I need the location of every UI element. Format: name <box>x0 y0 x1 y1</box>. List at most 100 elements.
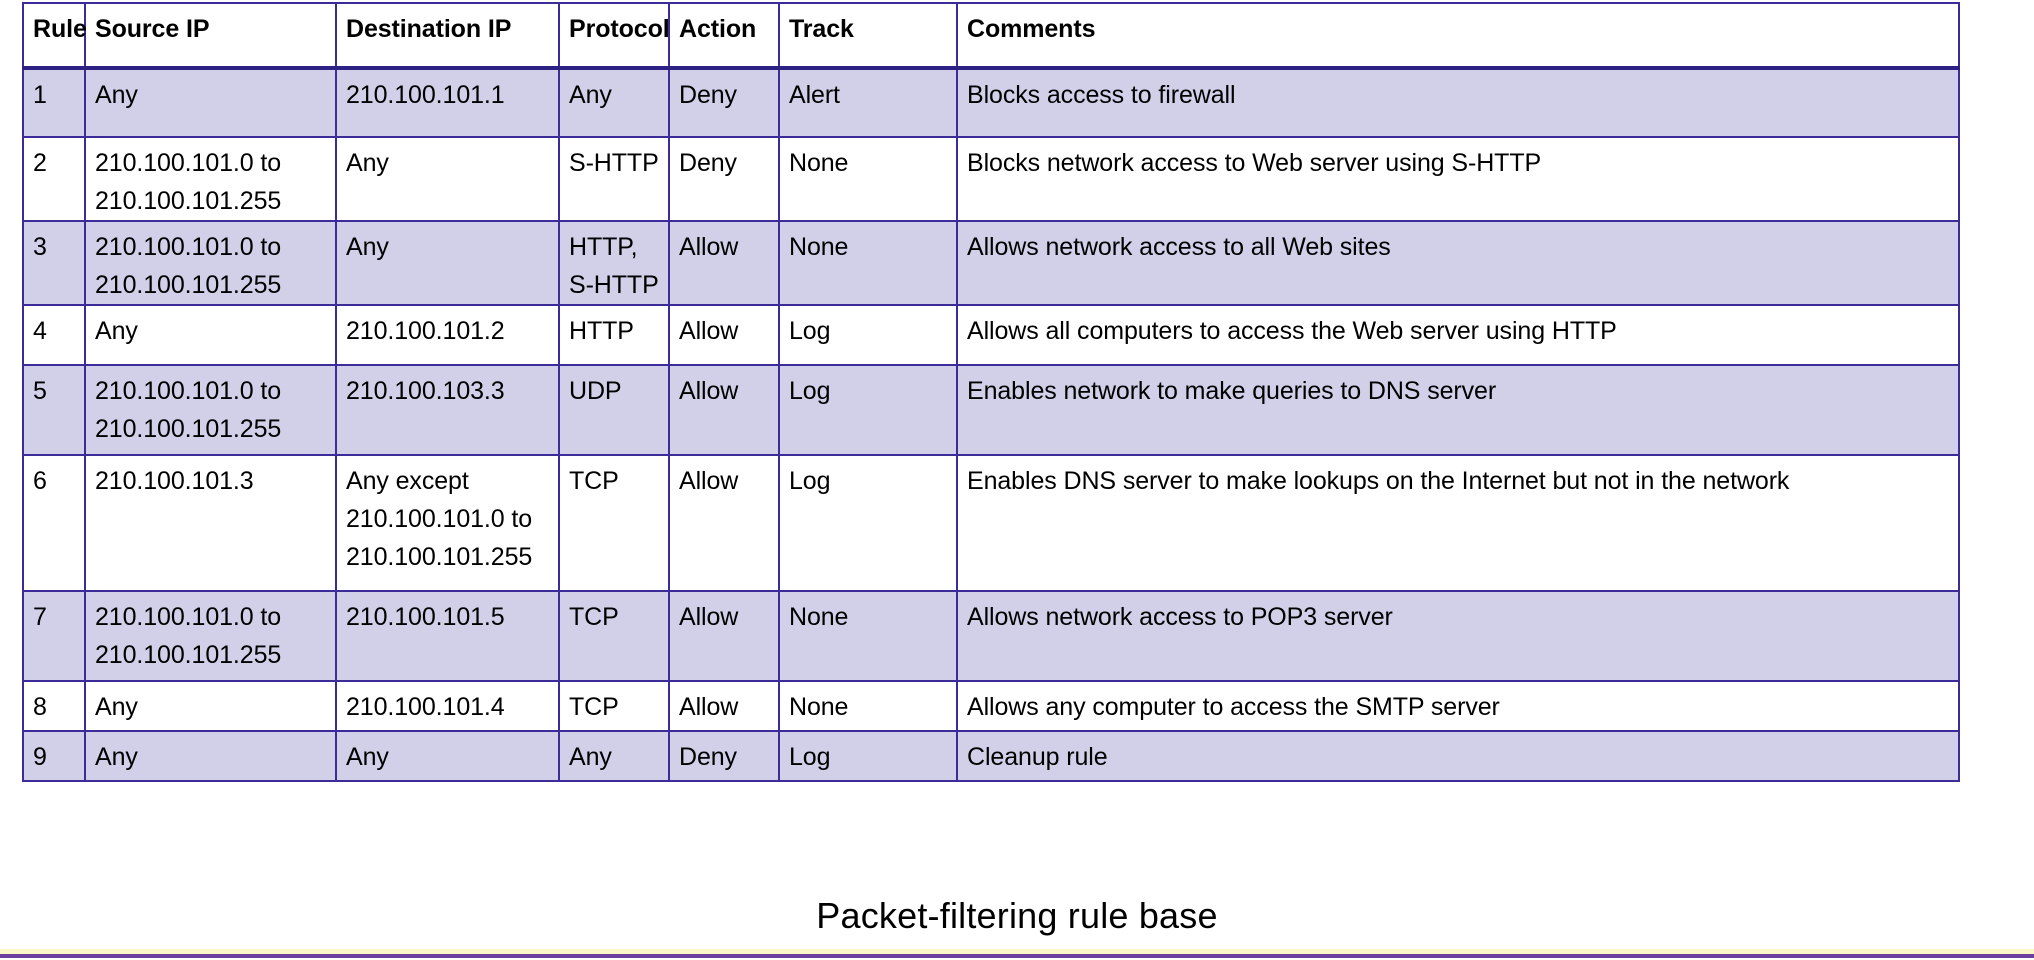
cell-destination-ip: Any <box>335 220 560 306</box>
table-row: 8 Any 210.100.101.4 TCP Allow None Allow… <box>22 680 1960 732</box>
cell-comments: Allows network access to POP3 server <box>956 590 1960 682</box>
cell-action: Allow <box>668 364 780 456</box>
cell-line: S-HTTP <box>569 271 659 299</box>
cell-line: 210.100.101.255 <box>346 543 533 571</box>
cell-line: Any <box>346 743 389 771</box>
cell-line: 210.100.101.255 <box>95 415 282 443</box>
cell-comments: Cleanup rule <box>956 730 1960 782</box>
cell-protocol: TCP <box>558 680 670 732</box>
cell-destination-ip: 210.100.101.4 <box>335 680 560 732</box>
cell-action: Allow <box>668 220 780 306</box>
cell-line: 210.100.103.3 <box>346 377 505 405</box>
cell-protocol: HTTP, S-HTTP <box>558 220 670 306</box>
cell-track: Log <box>778 730 958 782</box>
cell-protocol: TCP <box>558 590 670 682</box>
column-header-destination-ip: Destination IP <box>335 2 560 70</box>
cell-source-ip: 210.100.101.0 to 210.100.101.255 <box>84 220 337 306</box>
cell-comments: Allows any computer to access the SMTP s… <box>956 680 1960 732</box>
table-row: 4 Any 210.100.101.2 HTTP Allow Log Allow… <box>22 304 1960 366</box>
cell-line: 210.100.101.1 <box>346 81 505 109</box>
cell-track: Log <box>778 454 958 592</box>
column-header-source-ip: Source IP <box>84 2 337 70</box>
cell-line: Any <box>569 743 612 771</box>
cell-comments: Allows network access to all Web sites <box>956 220 1960 306</box>
footer-rule-line <box>0 954 2034 958</box>
cell-line: TCP <box>569 693 619 721</box>
cell-line: 210.100.101.0 to <box>346 505 533 533</box>
cell-line: Any <box>95 693 138 721</box>
cell-comments: Enables DNS server to make lookups on th… <box>956 454 1960 592</box>
column-header-comments: Comments <box>956 2 1960 70</box>
cell-line: Any <box>95 317 138 345</box>
cell-action: Deny <box>668 730 780 782</box>
cell-line: 210.100.101.0 to <box>95 149 282 177</box>
column-header-protocol: Protocol <box>558 2 670 70</box>
cell-line: Any <box>569 81 612 109</box>
cell-rule: 2 <box>22 136 86 222</box>
cell-rule: 9 <box>22 730 86 782</box>
rule-base-table-container: Rule Source IP Destination IP Protocol A… <box>22 2 1960 782</box>
figure-caption: Packet-filtering rule base <box>816 895 1218 936</box>
cell-protocol: Any <box>558 67 670 138</box>
cell-track: Alert <box>778 67 958 138</box>
cell-line: 210.100.101.3 <box>95 467 254 495</box>
cell-track: None <box>778 220 958 306</box>
cell-source-ip: Any <box>84 730 337 782</box>
cell-rule: 4 <box>22 304 86 366</box>
cell-rule: 6 <box>22 454 86 592</box>
cell-line: 210.100.101.255 <box>95 187 282 215</box>
cell-destination-ip: Any <box>335 136 560 222</box>
cell-line: UDP <box>569 377 622 405</box>
cell-source-ip: Any <box>84 680 337 732</box>
table-row: 1 Any 210.100.101.1 Any Deny Alert Block… <box>22 67 1960 138</box>
cell-action: Allow <box>668 590 780 682</box>
cell-line: Any <box>95 743 138 771</box>
column-header-track: Track <box>778 2 958 70</box>
table-body: 1 Any 210.100.101.1 Any Deny Alert Block… <box>22 67 1960 782</box>
cell-line: TCP <box>569 467 619 495</box>
cell-destination-ip: 210.100.101.1 <box>335 67 560 138</box>
table-row: 6 210.100.101.3 Any except 210.100.101.0… <box>22 454 1960 592</box>
cell-rule: 7 <box>22 590 86 682</box>
cell-source-ip: 210.100.101.0 to 210.100.101.255 <box>84 590 337 682</box>
cell-destination-ip: 210.100.101.2 <box>335 304 560 366</box>
cell-line: HTTP <box>569 317 634 345</box>
cell-line: Any <box>346 149 389 177</box>
cell-destination-ip: 210.100.103.3 <box>335 364 560 456</box>
cell-protocol: HTTP <box>558 304 670 366</box>
cell-comments: Allows all computers to access the Web s… <box>956 304 1960 366</box>
cell-protocol: Any <box>558 730 670 782</box>
cell-source-ip: 210.100.101.3 <box>84 454 337 592</box>
cell-line: 210.100.101.255 <box>95 641 282 669</box>
cell-destination-ip: 210.100.101.5 <box>335 590 560 682</box>
packet-filtering-rule-table: Rule Source IP Destination IP Protocol A… <box>22 2 1960 782</box>
table-row: 5 210.100.101.0 to 210.100.101.255 210.1… <box>22 364 1960 456</box>
table-row: 7 210.100.101.0 to 210.100.101.255 210.1… <box>22 590 1960 682</box>
cell-destination-ip: Any except 210.100.101.0 to 210.100.101.… <box>335 454 560 592</box>
cell-line: 210.100.101.0 to <box>95 603 282 631</box>
cell-rule: 5 <box>22 364 86 456</box>
cell-source-ip: 210.100.101.0 to 210.100.101.255 <box>84 136 337 222</box>
cell-action: Deny <box>668 67 780 138</box>
cell-line: TCP <box>569 603 619 631</box>
cell-track: Log <box>778 364 958 456</box>
table-header-row: Rule Source IP Destination IP Protocol A… <box>22 2 1960 70</box>
cell-source-ip: 210.100.101.0 to 210.100.101.255 <box>84 364 337 456</box>
table-row: 2 210.100.101.0 to 210.100.101.255 Any S… <box>22 136 1960 222</box>
cell-action: Allow <box>668 454 780 592</box>
cell-rule: 8 <box>22 680 86 732</box>
cell-action: Allow <box>668 304 780 366</box>
cell-action: Allow <box>668 680 780 732</box>
cell-action: Deny <box>668 136 780 222</box>
cell-destination-ip: Any <box>335 730 560 782</box>
cell-source-ip: Any <box>84 304 337 366</box>
cell-source-ip: Any <box>84 67 337 138</box>
cell-track: Log <box>778 304 958 366</box>
cell-track: None <box>778 680 958 732</box>
cell-comments: Blocks access to firewall <box>956 67 1960 138</box>
cell-line: Any except <box>346 467 469 495</box>
table-row: 3 210.100.101.0 to 210.100.101.255 Any H… <box>22 220 1960 306</box>
cell-line: 210.100.101.0 to <box>95 377 282 405</box>
cell-protocol: TCP <box>558 454 670 592</box>
cell-rule: 1 <box>22 67 86 138</box>
